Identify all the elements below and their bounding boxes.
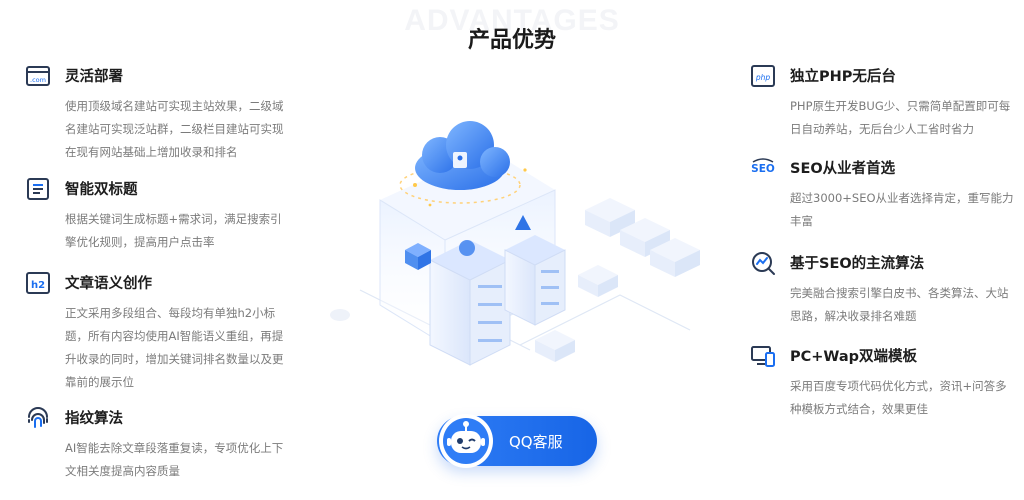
feature-pc-wap-template: PC+Wap双端模板 采用百度专项代码优化方式，资讯+问答多种模板方式结合，效果… [750,343,1020,418]
svg-text:.com: .com [30,76,46,84]
feature-title: 灵活部署 [65,69,123,85]
robot-avatar-icon [437,412,495,470]
qq-support-label: QQ客服 [509,433,563,451]
feature-title: 独立PHP无后台 [790,69,896,85]
svg-text:SEO: SEO [751,163,775,175]
feature-description: AI智能去除文章段落重复读，专项优化上下文相关度提高内容质量 [65,441,284,478]
feature-title: 文章语义创作 [65,276,152,292]
svg-text:php: php [755,73,771,82]
search-trend-icon [750,250,776,276]
qq-support-button[interactable]: QQ客服 [437,414,597,468]
fingerprint-icon [25,405,51,431]
section-title: 产品优势 [467,28,556,53]
feature-title: 智能双标题 [65,182,138,198]
feature-title: 基于SEO的主流算法 [790,256,925,272]
feature-description: 正文采用多段组合、每段均有单独h2小标题，所有内容均使用AI智能语义重组，再提升… [65,306,284,389]
feature-php-no-backend: php 独立PHP无后台 PHP原生开发BUG少、只需简单配置即可每日自动养站，… [750,63,1020,136]
seo-icon: SEO [750,155,776,181]
background-watermark-word: ADVANTAGES [404,4,620,37]
pc-mobile-icon [750,343,776,369]
feature-description: 采用百度专项代码优化方式，资讯+问答多种模板方式结合，效果更佳 [790,379,1007,416]
feature-fingerprint: 指纹算法 AI智能去除文章段落重复读，专项优化上下文相关度提高内容质量 [25,405,305,480]
h2-icon: h2 [25,270,51,296]
feature-description: PHP原生开发BUG少、只需简单配置即可每日自动养站，无后台少人工省时省力 [790,99,1011,136]
feature-description: 完美融合搜索引擎白皮书、各类算法、大站思路，解决收录排名难题 [790,286,1009,323]
document-list-icon [25,176,51,202]
feature-title: SEO从业者首选 [790,161,896,177]
feature-description: 根据关键词生成标题+需求词，满足搜索引擎优化规则，提高用户点击率 [65,212,282,249]
feature-flexible-deploy: .com 灵活部署 使用顶级域名建站可实现主站效果，二级域名建站可实现泛站群，二… [25,63,305,159]
svg-text:h2: h2 [31,280,45,291]
php-icon: php [750,63,776,89]
feature-semantic-writing: h2 文章语义创作 正文采用多段组合、每段均有单独h2小标题，所有内容均使用AI… [25,270,305,389]
server-cloud-illustration [320,90,710,390]
feature-title: PC+Wap双端模板 [790,349,918,365]
feature-description: 超过3000+SEO从业者选择肯定，重写能力丰富 [790,191,1014,228]
feature-dual-title: 智能双标题 根据关键词生成标题+需求词，满足搜索引擎优化规则，提高用户点击率 [25,176,305,249]
feature-title: 指纹算法 [65,411,123,427]
feature-seo-choice: SEO SEO从业者首选 超过3000+SEO从业者选择肯定，重写能力丰富 [750,155,1020,228]
feature-description: 使用顶级域名建站可实现主站效果，二级域名建站可实现泛站群，二级栏目建站可实现在现… [65,99,284,159]
feature-seo-algorithm: 基于SEO的主流算法 完美融合搜索引擎白皮书、各类算法、大站思路，解决收录排名难… [750,250,1020,323]
com-domain-icon: .com [25,63,51,89]
